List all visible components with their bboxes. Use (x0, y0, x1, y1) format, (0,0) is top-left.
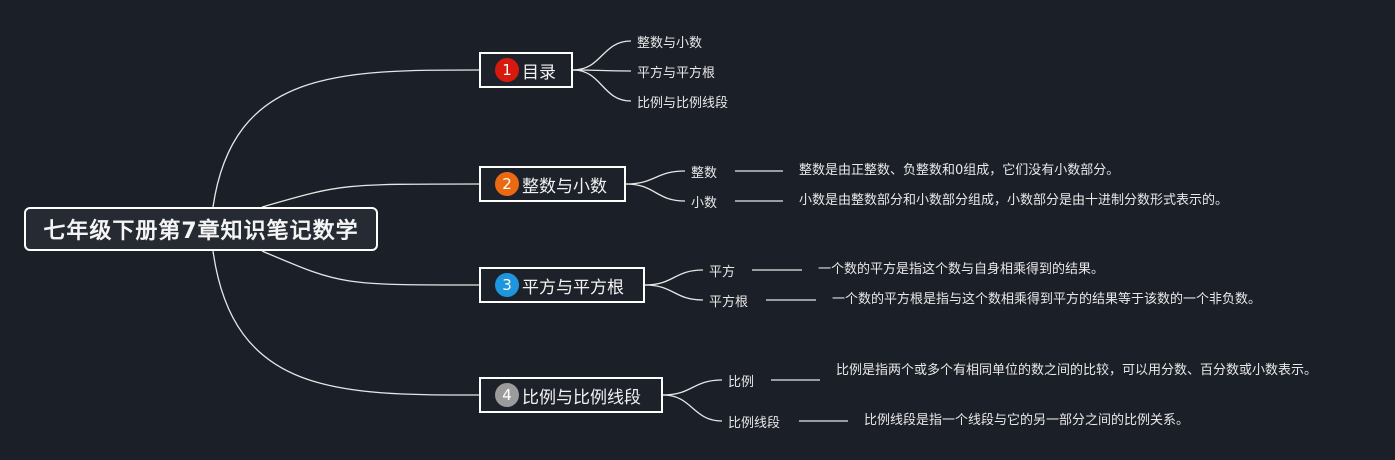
connector-root-branch-4 (212, 250, 480, 396)
subtopic-4-1[interactable]: 比例 (728, 375, 755, 390)
subtopic-3-2[interactable]: 平方根 (709, 295, 749, 310)
number-badge-4: 4 (495, 383, 519, 407)
connector-branch-leaf-3-1 (644, 269, 704, 286)
detail-note-3-2: 一个数的平方根是指与这个数相乘得到平方的结果等于该数的一个非负数。 (832, 292, 1262, 307)
branch-label: 整数与小数 (522, 176, 607, 197)
connector-branch-leaf-2-1 (625, 170, 686, 185)
subtopic-2-1[interactable]: 整数 (691, 166, 718, 181)
detail-note-4-2: 比例线段是指一个线段与它的另一部分之间的比例关系。 (864, 413, 1190, 428)
detail-note-3-1: 一个数的平方是指这个数与自身相乘得到的结果。 (818, 262, 1105, 277)
number-badge-3: 3 (495, 273, 519, 297)
connector-branch-leaf-1-3 (572, 69, 632, 102)
branch-label: 目录 (522, 62, 556, 83)
connector-root-branch-2 (261, 183, 480, 208)
subtopic-1-2[interactable]: 平方与平方根 (637, 66, 716, 81)
detail-note-2-2: 小数是由整数部分和小数部分组成，小数部分是由十进制分数形式表示的。 (799, 193, 1229, 208)
subtopic-1-1[interactable]: 整数与小数 (637, 36, 703, 51)
subtopic-3-1[interactable]: 平方 (709, 265, 736, 280)
connector-branch-leaf-1-1 (572, 40, 632, 71)
subtopic-1-3[interactable]: 比例与比例线段 (637, 96, 729, 111)
detail-note-4-1: 比例是指两个或多个有相同单位的数之间的比较，可以用分数、百分数或小数表示。 (836, 363, 1318, 378)
connector-branch-leaf-3-2 (644, 284, 704, 301)
number-badge-1: 1 (495, 58, 519, 82)
branch-label: 平方与平方根 (522, 277, 624, 298)
connector-root-branch-3 (261, 250, 480, 286)
root-topic[interactable]: 七年级下册第7章知识笔记数学 (24, 207, 378, 251)
connector-branch-leaf-4-1 (662, 379, 723, 396)
branch-label: 比例与比例线段 (522, 387, 641, 408)
number-badge-2: 2 (495, 172, 519, 196)
connector-branch-leaf-2-2 (625, 183, 686, 202)
detail-note-2-1: 整数是由正整数、负整数和0组成，它们没有小数部分。 (799, 163, 1120, 178)
connector-root-branch-1 (212, 69, 480, 208)
subtopic-4-2[interactable]: 比例线段 (728, 416, 781, 431)
subtopic-2-2[interactable]: 小数 (691, 196, 718, 211)
connector-branch-leaf-4-2 (662, 394, 723, 422)
